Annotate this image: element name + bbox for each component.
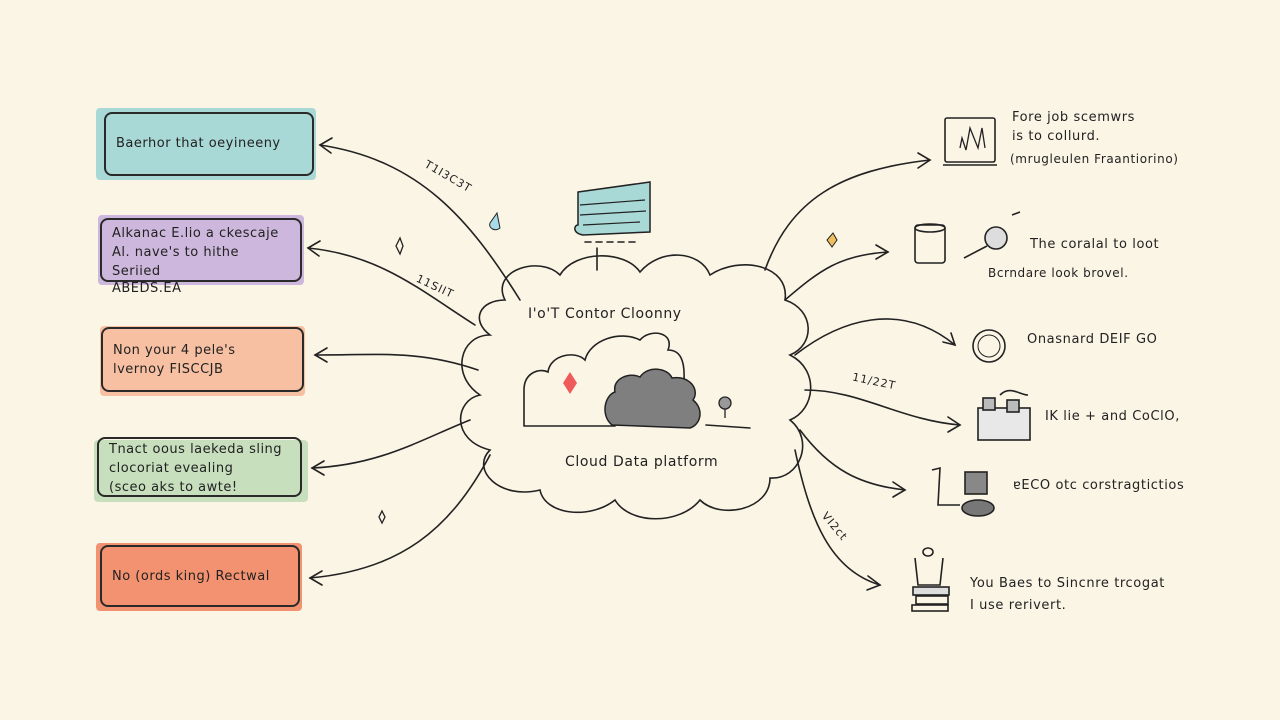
right-item-1-text: is to collurd. (1012, 129, 1101, 144)
note-box-3: Non your 4 pele's lvernoy FISCCJB (101, 327, 304, 392)
center-subtitle: Cloud Data platform (565, 454, 719, 470)
note-text: Alkanac E.lio a ckescaje (112, 226, 279, 241)
magnifier-icon (963, 211, 1021, 259)
note-text: Al. nave's to hithe Seriied (112, 245, 240, 279)
note-box-5: No (ords king) Rectwal (100, 545, 300, 607)
sparkle-icon (826, 232, 838, 248)
right-item-4-text: IK lie + and CoClO, (1045, 409, 1180, 424)
note-box-4: Tnact oous laekeda sling clocoriat eveal… (97, 437, 302, 497)
note-text: ABEDS.EA (112, 281, 182, 296)
globe-badge-icon (972, 329, 1006, 363)
note-text: clocoriat evealing (109, 461, 234, 476)
server-icon (574, 181, 651, 236)
main-cloud-outline (459, 254, 812, 520)
center-title: I'o'T Contor Cloonny (528, 306, 682, 322)
monitor-chart-icon (943, 117, 997, 166)
note-text: No (ords king) Rectwal (112, 569, 270, 584)
blue-drop-icon (489, 211, 501, 231)
stack-device-icon (911, 547, 950, 612)
note-text: (sceo aks to awte! (109, 480, 238, 495)
cup-icon (914, 223, 946, 264)
machine-icon (931, 466, 995, 517)
gray-cloud-icon (604, 368, 701, 429)
inner-cloud-outline (523, 332, 685, 427)
red-diamond-icon (563, 372, 577, 394)
right-item-2-text: Bcrndare look brovel. (988, 266, 1129, 280)
sensor-icon (718, 396, 732, 418)
sparkle-icon (378, 509, 386, 525)
right-item-6-text: You Baes to Sincnre trcogat (970, 576, 1165, 591)
right-item-5-text: ɐECO otc corstragtictios (1013, 478, 1185, 493)
right-item-6-text: I use rerivert. (970, 598, 1067, 613)
note-text: Tnact oous laekeda sling (109, 442, 283, 457)
right-item-1-text: (mrugleulen Fraantiorino) (1010, 152, 1179, 166)
note-text: Non your 4 pele's (113, 343, 236, 358)
right-item-1-text: Fore job scemwrs (1012, 110, 1136, 125)
right-item-3-text: Onasnard DEIF GO (1027, 332, 1158, 347)
note-box-2: Alkanac E.lio a ckescaje Al. nave's to h… (100, 218, 302, 296)
sparkle-icon (395, 236, 404, 256)
sensor-tray-icon (977, 389, 1031, 441)
note-text: lvernoy FISCCJB (113, 362, 224, 377)
right-item-2-text: The coralal to loot (1030, 237, 1160, 252)
note-text: Baerhor that oeyineeny (116, 136, 281, 151)
note-box-1: Baerhor that oeyineeny (104, 112, 314, 176)
